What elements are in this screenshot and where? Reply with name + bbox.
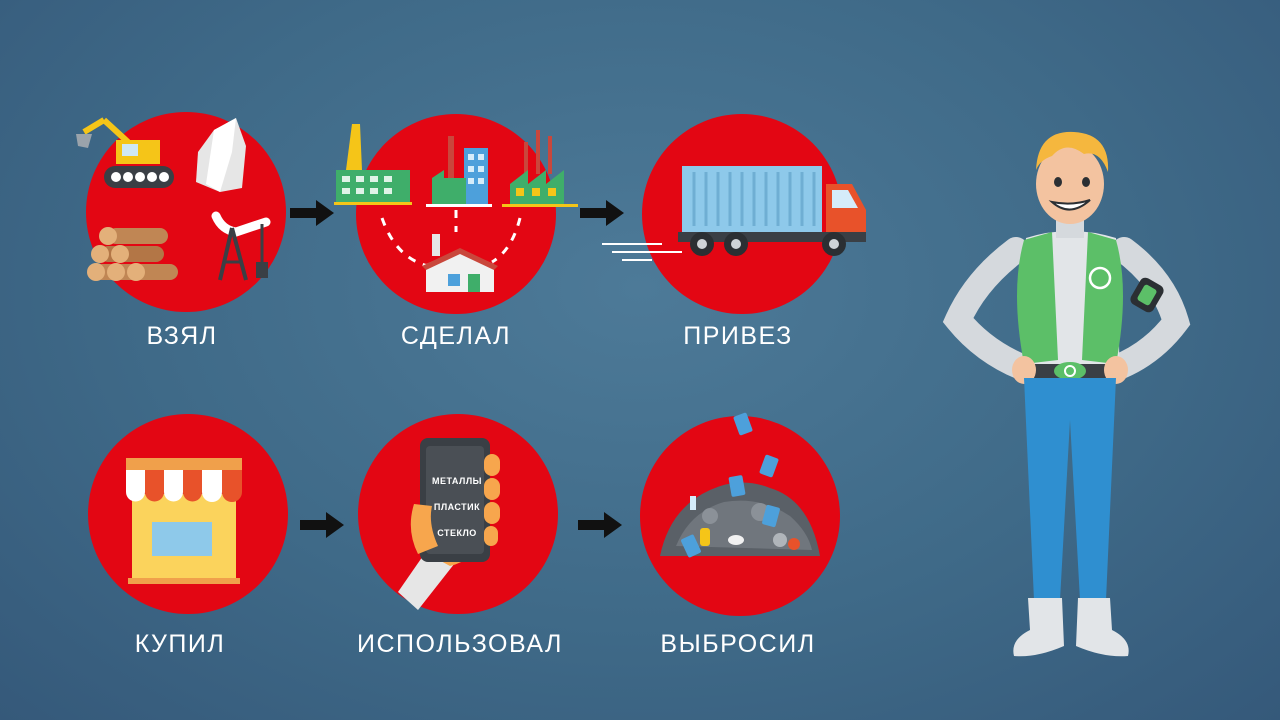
phone-line-glass: СТЕКЛО (437, 528, 477, 538)
phone-screen-text: МЕТАЛЛЫ ПЛАСТИК СТЕКЛО (426, 468, 488, 546)
phone-line-metals: МЕТАЛЛЫ (432, 476, 482, 486)
shop-icon (126, 458, 242, 584)
recycle-icon (1088, 266, 1112, 290)
logs-icon (87, 227, 178, 281)
vest-left (1017, 232, 1058, 364)
factories-icon (334, 124, 578, 292)
arrow-right-icon (578, 512, 622, 538)
vest-right (1082, 232, 1123, 364)
factory-icon (502, 130, 578, 207)
step-take-label: ВЗЯЛ (146, 322, 218, 350)
boot-left (1013, 598, 1064, 657)
arrow-right-icon (290, 200, 334, 226)
factory-icon (426, 136, 492, 207)
step-buy-label: КУПИЛ (134, 630, 226, 658)
raw-materials-icon (76, 117, 271, 281)
step-take-circle (76, 112, 286, 312)
step-deliver-circle (602, 114, 866, 314)
oil-pump-icon (211, 211, 271, 281)
hair (1036, 131, 1109, 172)
step-use-circle: МЕТАЛЛЫ ПЛАСТИК СТЕКЛО (358, 414, 558, 614)
truck-icon (602, 166, 866, 261)
step-deliver-label: ПРИВЕЗ (683, 322, 793, 350)
step-throw-away-label: ВЫБРОСИЛ (660, 630, 816, 658)
step-use-label: ИСПОЛЬЗОВАЛ (357, 630, 563, 658)
step-make-label: СДЕЛАЛ (400, 322, 512, 350)
step-make-circle (334, 114, 578, 314)
hand-phone-icon (398, 438, 500, 610)
warehouse-icon (422, 234, 498, 292)
recycle-icon (1064, 365, 1076, 377)
phone-line-plastic: ПЛАСТИК (433, 502, 481, 512)
factory-icon (334, 124, 412, 205)
eco-hero-character (942, 131, 1191, 657)
trash-pile-icon (660, 412, 820, 558)
arrow-right-icon (580, 200, 624, 226)
excavator-icon (76, 117, 174, 188)
jeans (1024, 378, 1116, 600)
boot-right (1076, 598, 1129, 657)
step-buy-circle (88, 414, 288, 614)
step-throw-away-circle (640, 412, 840, 616)
arrow-right-icon (300, 512, 344, 538)
